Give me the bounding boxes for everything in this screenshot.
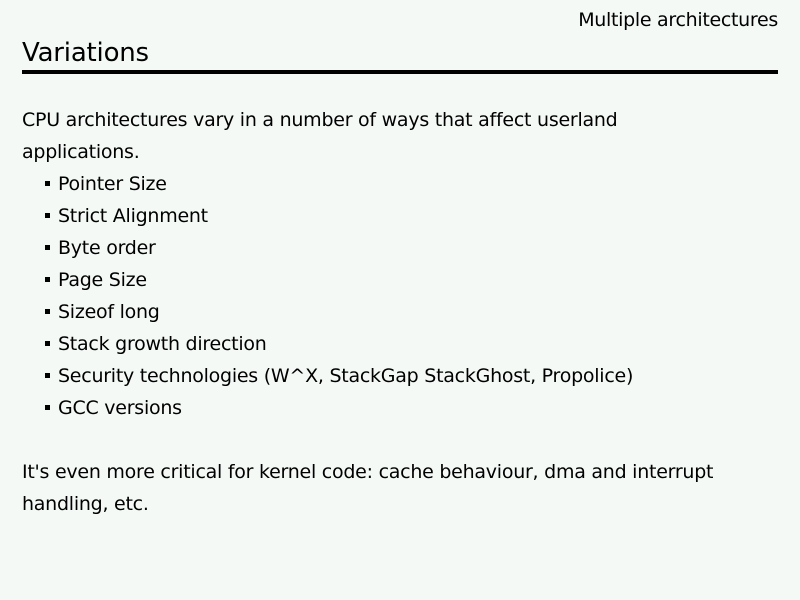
- variations-bullet-list: Pointer Size Strict Alignment Byte order…: [22, 168, 778, 424]
- list-item-label: GCC versions: [58, 397, 182, 419]
- list-item: Page Size: [22, 264, 778, 296]
- list-item-label: Sizeof long: [58, 301, 160, 323]
- title-divider-rule: [22, 70, 778, 74]
- slide-section-subtitle: Multiple architectures: [578, 9, 778, 31]
- square-bullet-icon: [45, 181, 50, 186]
- square-bullet-icon: [45, 277, 50, 282]
- list-item-label: Strict Alignment: [58, 205, 208, 227]
- slide-header: Multiple architectures Variations: [22, 8, 778, 70]
- square-bullet-icon: [45, 373, 50, 378]
- intro-paragraph: CPU architectures vary in a number of wa…: [22, 109, 618, 163]
- square-bullet-icon: [45, 341, 50, 346]
- list-item-label: Byte order: [58, 237, 156, 259]
- list-item-label: Pointer Size: [58, 173, 167, 195]
- list-item: Pointer Size: [22, 168, 778, 200]
- slide-title: Variations: [22, 38, 149, 68]
- closing-paragraph: It's even more critical for kernel code:…: [22, 461, 714, 515]
- slide-body: CPU architectures vary in a number of wa…: [22, 104, 778, 520]
- list-item-label: Security technologies (W^X, StackGap Sta…: [58, 365, 634, 387]
- list-item-label: Page Size: [58, 269, 147, 291]
- list-item: Byte order: [22, 232, 778, 264]
- list-item: Sizeof long: [22, 296, 778, 328]
- list-item: Security technologies (W^X, StackGap Sta…: [22, 360, 778, 392]
- square-bullet-icon: [45, 213, 50, 218]
- square-bullet-icon: [45, 245, 50, 250]
- list-item: GCC versions: [22, 392, 778, 424]
- list-item: Stack growth direction: [22, 328, 778, 360]
- list-item-label: Stack growth direction: [58, 333, 267, 355]
- square-bullet-icon: [45, 405, 50, 410]
- square-bullet-icon: [45, 309, 50, 314]
- list-item: Strict Alignment: [22, 200, 778, 232]
